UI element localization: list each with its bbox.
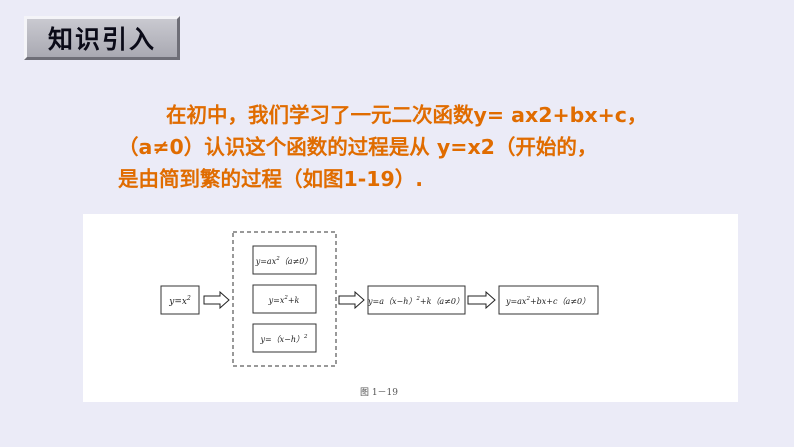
section-title: 知识引入	[47, 25, 156, 54]
mid-box-label: y=a（x−h）2+k（a≠0）	[367, 296, 464, 306]
group-box-3	[252, 323, 317, 353]
group-box-1-label: y=ax2（a≠0）	[255, 256, 313, 266]
end-box	[498, 285, 599, 315]
start-box	[160, 285, 200, 315]
group-box-2	[252, 284, 317, 314]
end-box-label: y=ax2+bx+c（a≠0）	[505, 296, 590, 306]
intro-paragraph: 在初中，我们学习了一元二次函数y= ax2+bx+c， （a≠0）认识这个函数的…	[118, 99, 778, 195]
group-box-3-label: y=（x−h）2	[259, 334, 308, 344]
intro-line-3: 是由简到繁的过程（如图1-19）.	[118, 167, 424, 191]
intro-line-1: 在初中，我们学习了一元二次函数y= ax2+bx+c，	[166, 103, 648, 127]
double-arrow-1	[203, 290, 230, 310]
group-box-2-label: y=x2+k	[268, 295, 300, 305]
group-box-1	[252, 245, 317, 275]
dashed-group	[232, 231, 337, 367]
mid-box	[367, 285, 466, 315]
double-arrow-3	[467, 290, 496, 310]
figure-panel: y=x2 y=ax2（a≠0） y=x2+k y=（x−h）2 y=a（x−h）…	[83, 214, 738, 402]
function-flow-diagram: y=x2 y=ax2（a≠0） y=x2+k y=（x−h）2 y=a（x−h）…	[160, 231, 599, 398]
figure-caption: 图 1－19	[360, 387, 398, 398]
intro-line-2: （a≠0）认识这个函数的过程是从 y=x2（开始的，	[118, 135, 598, 159]
section-title-box: 知识引入	[24, 16, 180, 60]
double-arrow-2	[338, 290, 365, 310]
start-box-label: y=x2	[168, 295, 191, 307]
